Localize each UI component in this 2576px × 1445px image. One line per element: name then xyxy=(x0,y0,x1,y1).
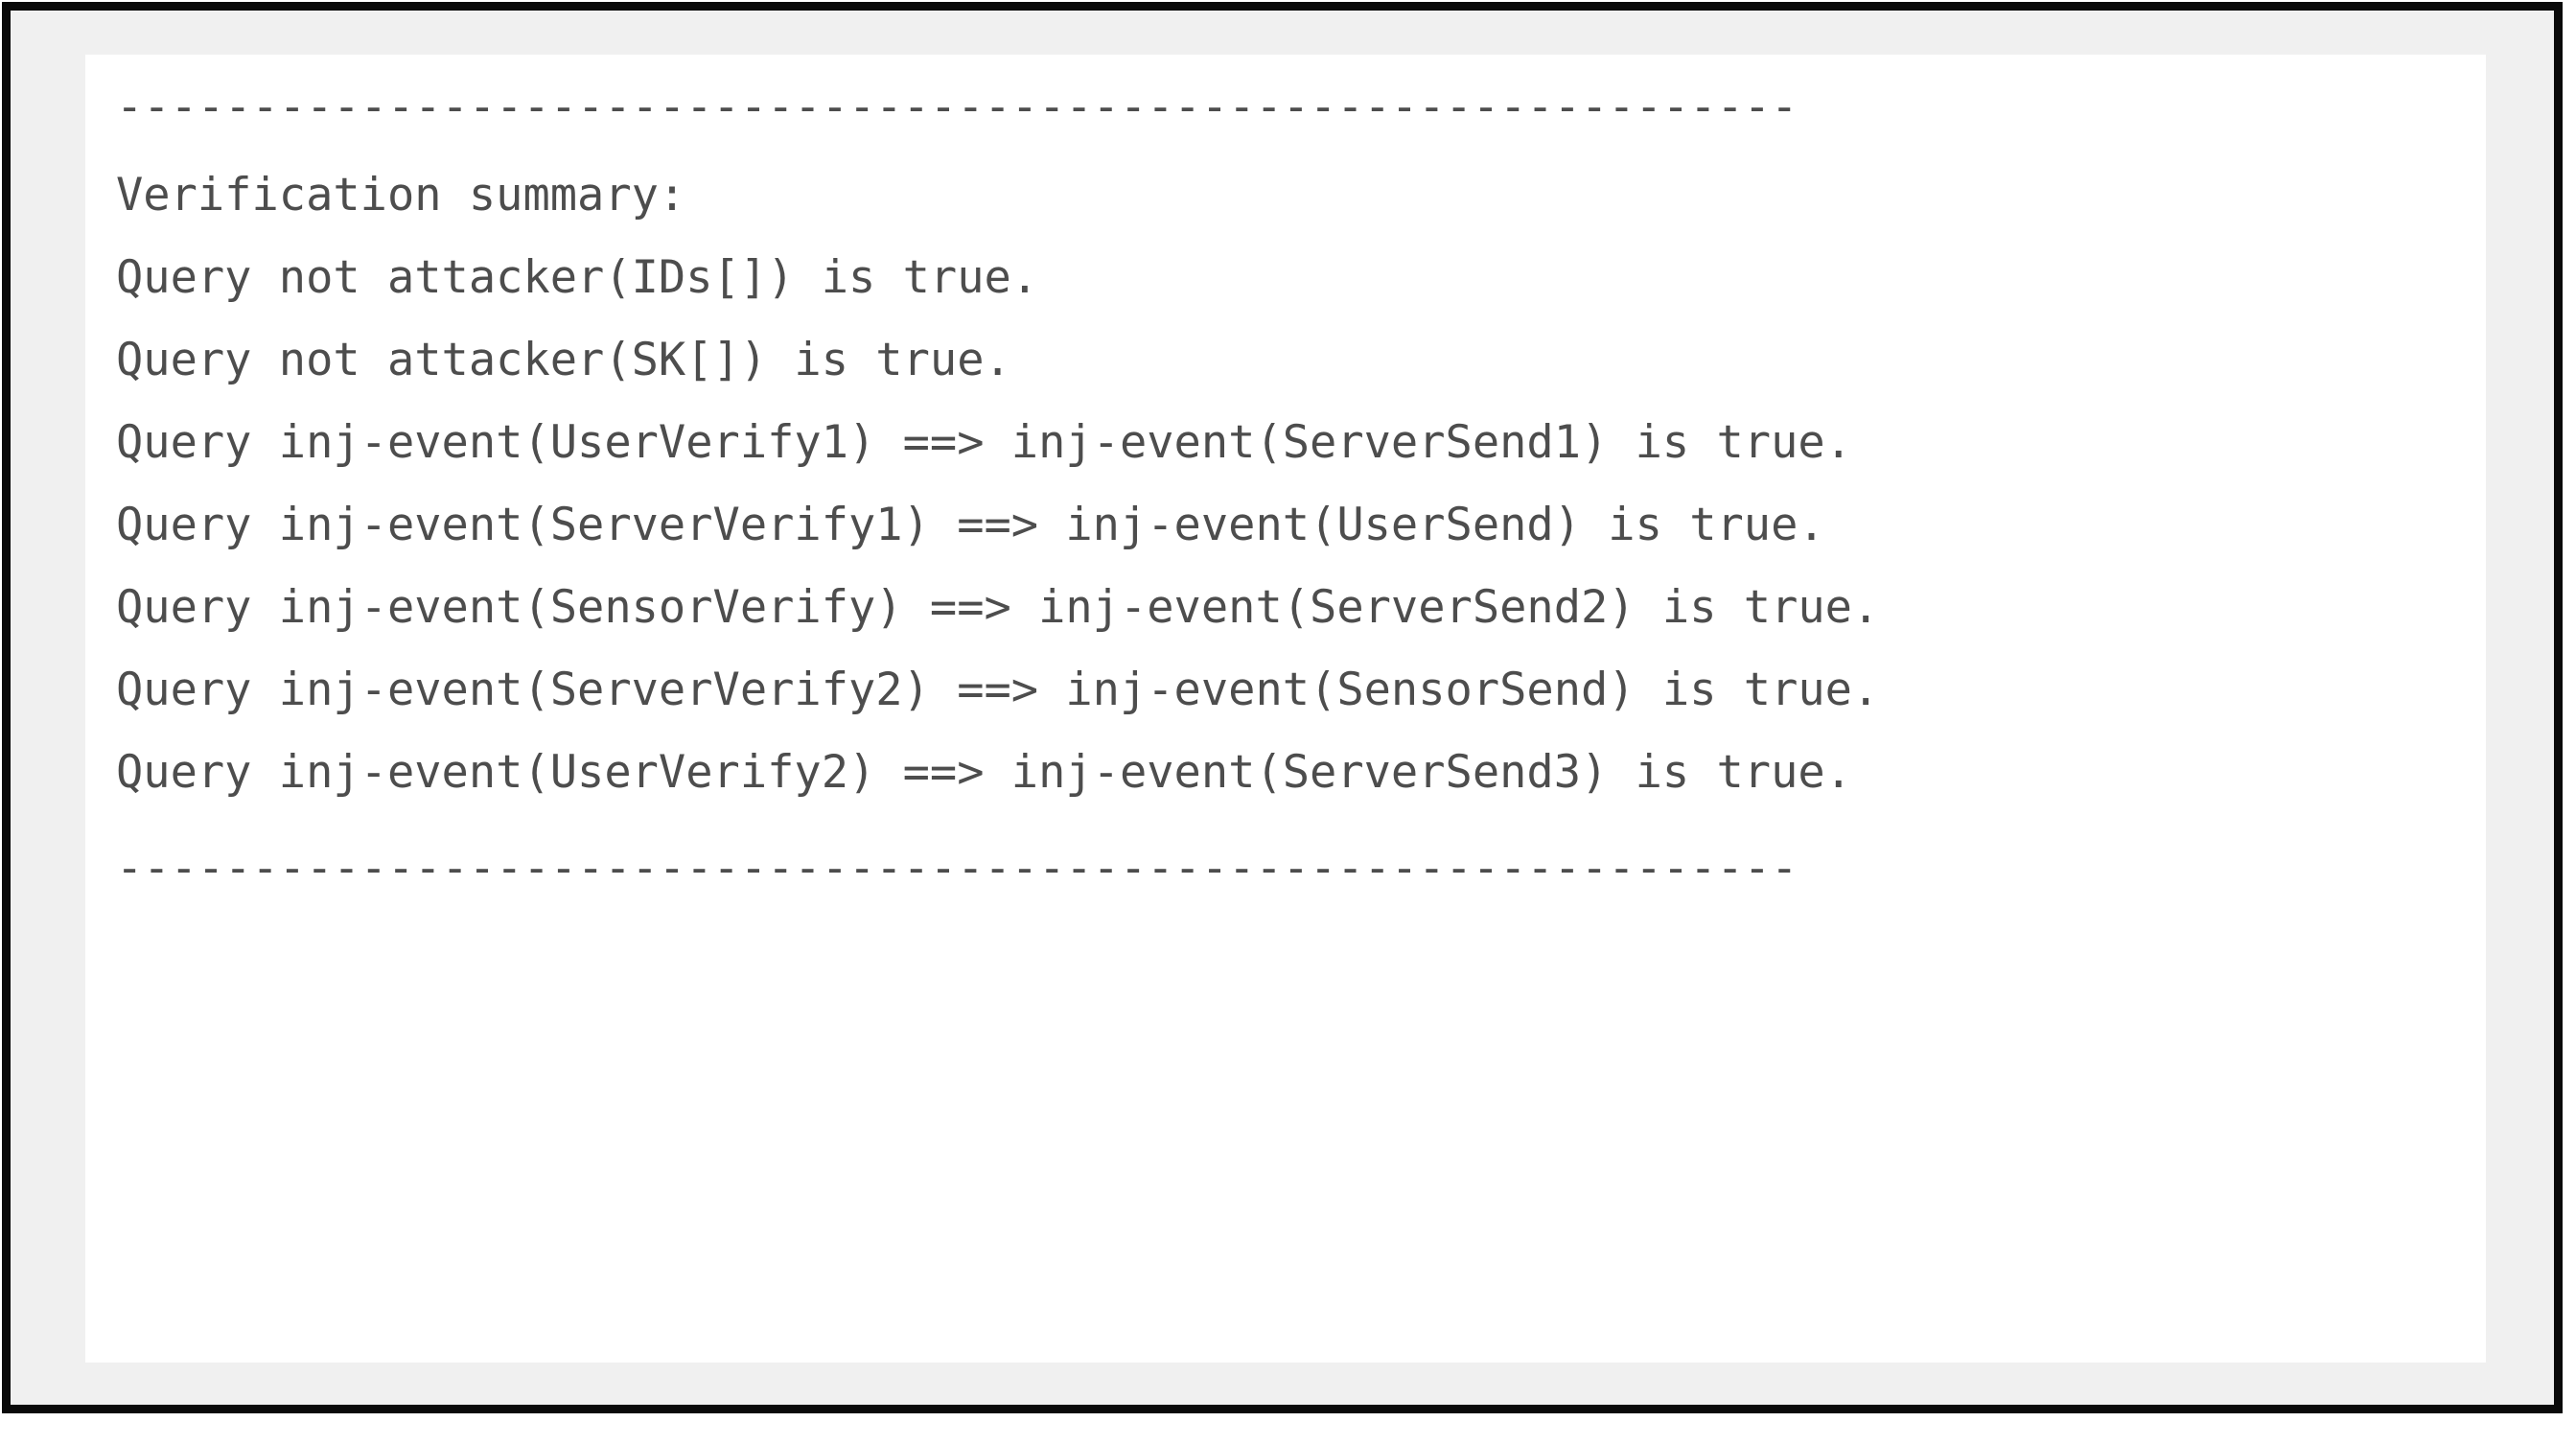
console-padding: ----------------------------------------… xyxy=(11,11,2554,1405)
bottom-separator-rule: ----------------------------------------… xyxy=(116,842,1799,895)
figure-frame: ----------------------------------------… xyxy=(2,2,2563,1413)
query-result-line-3: Query inj-event(UserVerify1) ==> inj-eve… xyxy=(116,416,1852,469)
query-result-line-1: Query not attacker(IDs[]) is true. xyxy=(116,251,1039,304)
query-result-line-4: Query inj-event(ServerVerify1) ==> inj-e… xyxy=(116,499,1825,551)
spacer xyxy=(116,814,2486,839)
query-result-line-6: Query inj-event(ServerVerify2) ==> inj-e… xyxy=(116,664,1880,716)
verification-summary-heading: Verification summary: xyxy=(116,169,686,221)
query-result-line-5: Query inj-event(SensorVerify) ==> inj-ev… xyxy=(116,581,1880,634)
verification-output-panel: ----------------------------------------… xyxy=(85,55,2486,1363)
spacer xyxy=(116,137,2486,154)
query-result-line-2: Query not attacker(SK[]) is true. xyxy=(116,334,1011,386)
query-result-line-7: Query inj-event(UserVerify2) ==> inj-eve… xyxy=(116,746,1852,799)
top-separator-rule: ----------------------------------------… xyxy=(116,81,1799,133)
